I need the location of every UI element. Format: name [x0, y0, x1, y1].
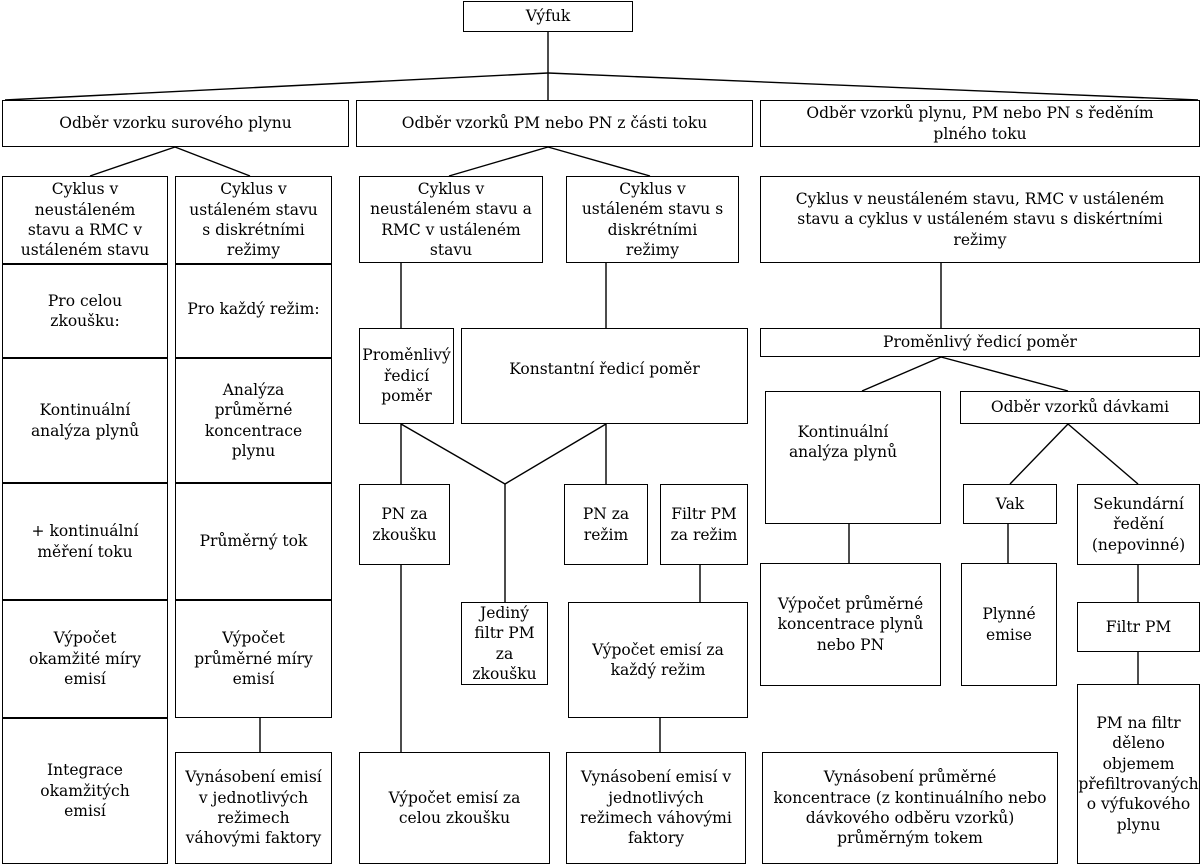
- full-flow-sampling-node: Odběr vzorků plynu, PM nebo PN s ředěním…: [760, 100, 1200, 147]
- raw-average-flow-node: Průměrný tok: [175, 483, 332, 600]
- partial-pn-mode-node: PN za režim: [564, 484, 648, 565]
- full-continuous-analysis-node: Kontinuální analýza plynů: [765, 391, 941, 524]
- raw-scope-mode-node: Pro každý režim:: [175, 264, 332, 358]
- raw-instant-rate-node: Výpočet okamžité míry emisí: [2, 600, 168, 718]
- full-average-concentration-node: Výpočet průměrné koncentrace plynů nebo …: [760, 563, 941, 686]
- partial-single-filter-node: Jediný filtr PM za zkoušku: [461, 602, 548, 685]
- partial-steady-cycle-node: Cyklus v ustáleném stavu s diskrétními r…: [566, 176, 739, 263]
- raw-average-concentration-node: Analýza průměrné koncentrace plynu: [175, 358, 332, 483]
- partial-pn-test-node: PN za zkoušku: [359, 484, 450, 565]
- partial-constant-ratio-node: Konstantní ředicí poměr: [461, 328, 748, 424]
- full-batch-sampling-node: Odběr vzorků dávkami: [960, 391, 1200, 424]
- root-node: Výfuk: [463, 1, 633, 32]
- full-pm-filter-node: Filtr PM: [1077, 602, 1200, 652]
- raw-continuous-analysis-node: Kontinuální analýza plynů: [2, 358, 168, 483]
- full-gas-emissions-node: Plynné emise: [961, 563, 1057, 686]
- raw-average-rate-node: Výpočet průměrné míry emisí: [175, 600, 332, 718]
- raw-scope-test-node: Pro celou zkoušku:: [2, 264, 168, 358]
- partial-flow-sampling-node: Odběr vzorků PM nebo PN z části toku: [356, 100, 753, 147]
- partial-calc-test-node: Výpočet emisí za celou zkoušku: [359, 752, 550, 864]
- raw-flow-measurement-node: + kontinuální měření toku: [2, 483, 168, 600]
- raw-weighting-node: Vynásobení emisí v jednotlivých režimech…: [175, 752, 332, 864]
- full-pm-result-node: PM na filtr děleno objemem přefiltrovaný…: [1077, 684, 1200, 864]
- partial-transient-cycle-node: Cyklus v neustáleném stavu a RMC v ustál…: [359, 176, 543, 263]
- raw-steady-cycle-node: Cyklus v ustáleném stavu s diskrétními r…: [175, 176, 332, 264]
- full-cycles-node: Cyklus v neustáleném stavu, RMC v ustále…: [760, 176, 1200, 263]
- full-variable-ratio-node: Proměnlivý ředicí poměr: [760, 328, 1200, 357]
- partial-calc-mode-node: Výpočet emisí za každý režim: [568, 602, 748, 718]
- full-bag-node: Vak: [963, 484, 1057, 524]
- raw-transient-cycle-node: Cyklus v neustáleném stavu a RMC v ustál…: [2, 176, 168, 264]
- partial-filter-mode-node: Filtr PM za režim: [660, 484, 748, 565]
- full-secondary-dilution-node: Sekundární ředění (nepovinné): [1077, 484, 1200, 565]
- raw-gas-sampling-node: Odběr vzorku surového plynu: [2, 100, 349, 147]
- partial-variable-ratio-node: Proměnlivý ředicí poměr: [359, 328, 454, 424]
- partial-weighting-node: Vynásobení emisí v jednotlivých režimech…: [566, 752, 746, 864]
- full-weighting-node: Vynásobení průměrné koncentrace (z konti…: [762, 752, 1058, 864]
- raw-integration-node: Integrace okamžitých emisí: [2, 718, 168, 864]
